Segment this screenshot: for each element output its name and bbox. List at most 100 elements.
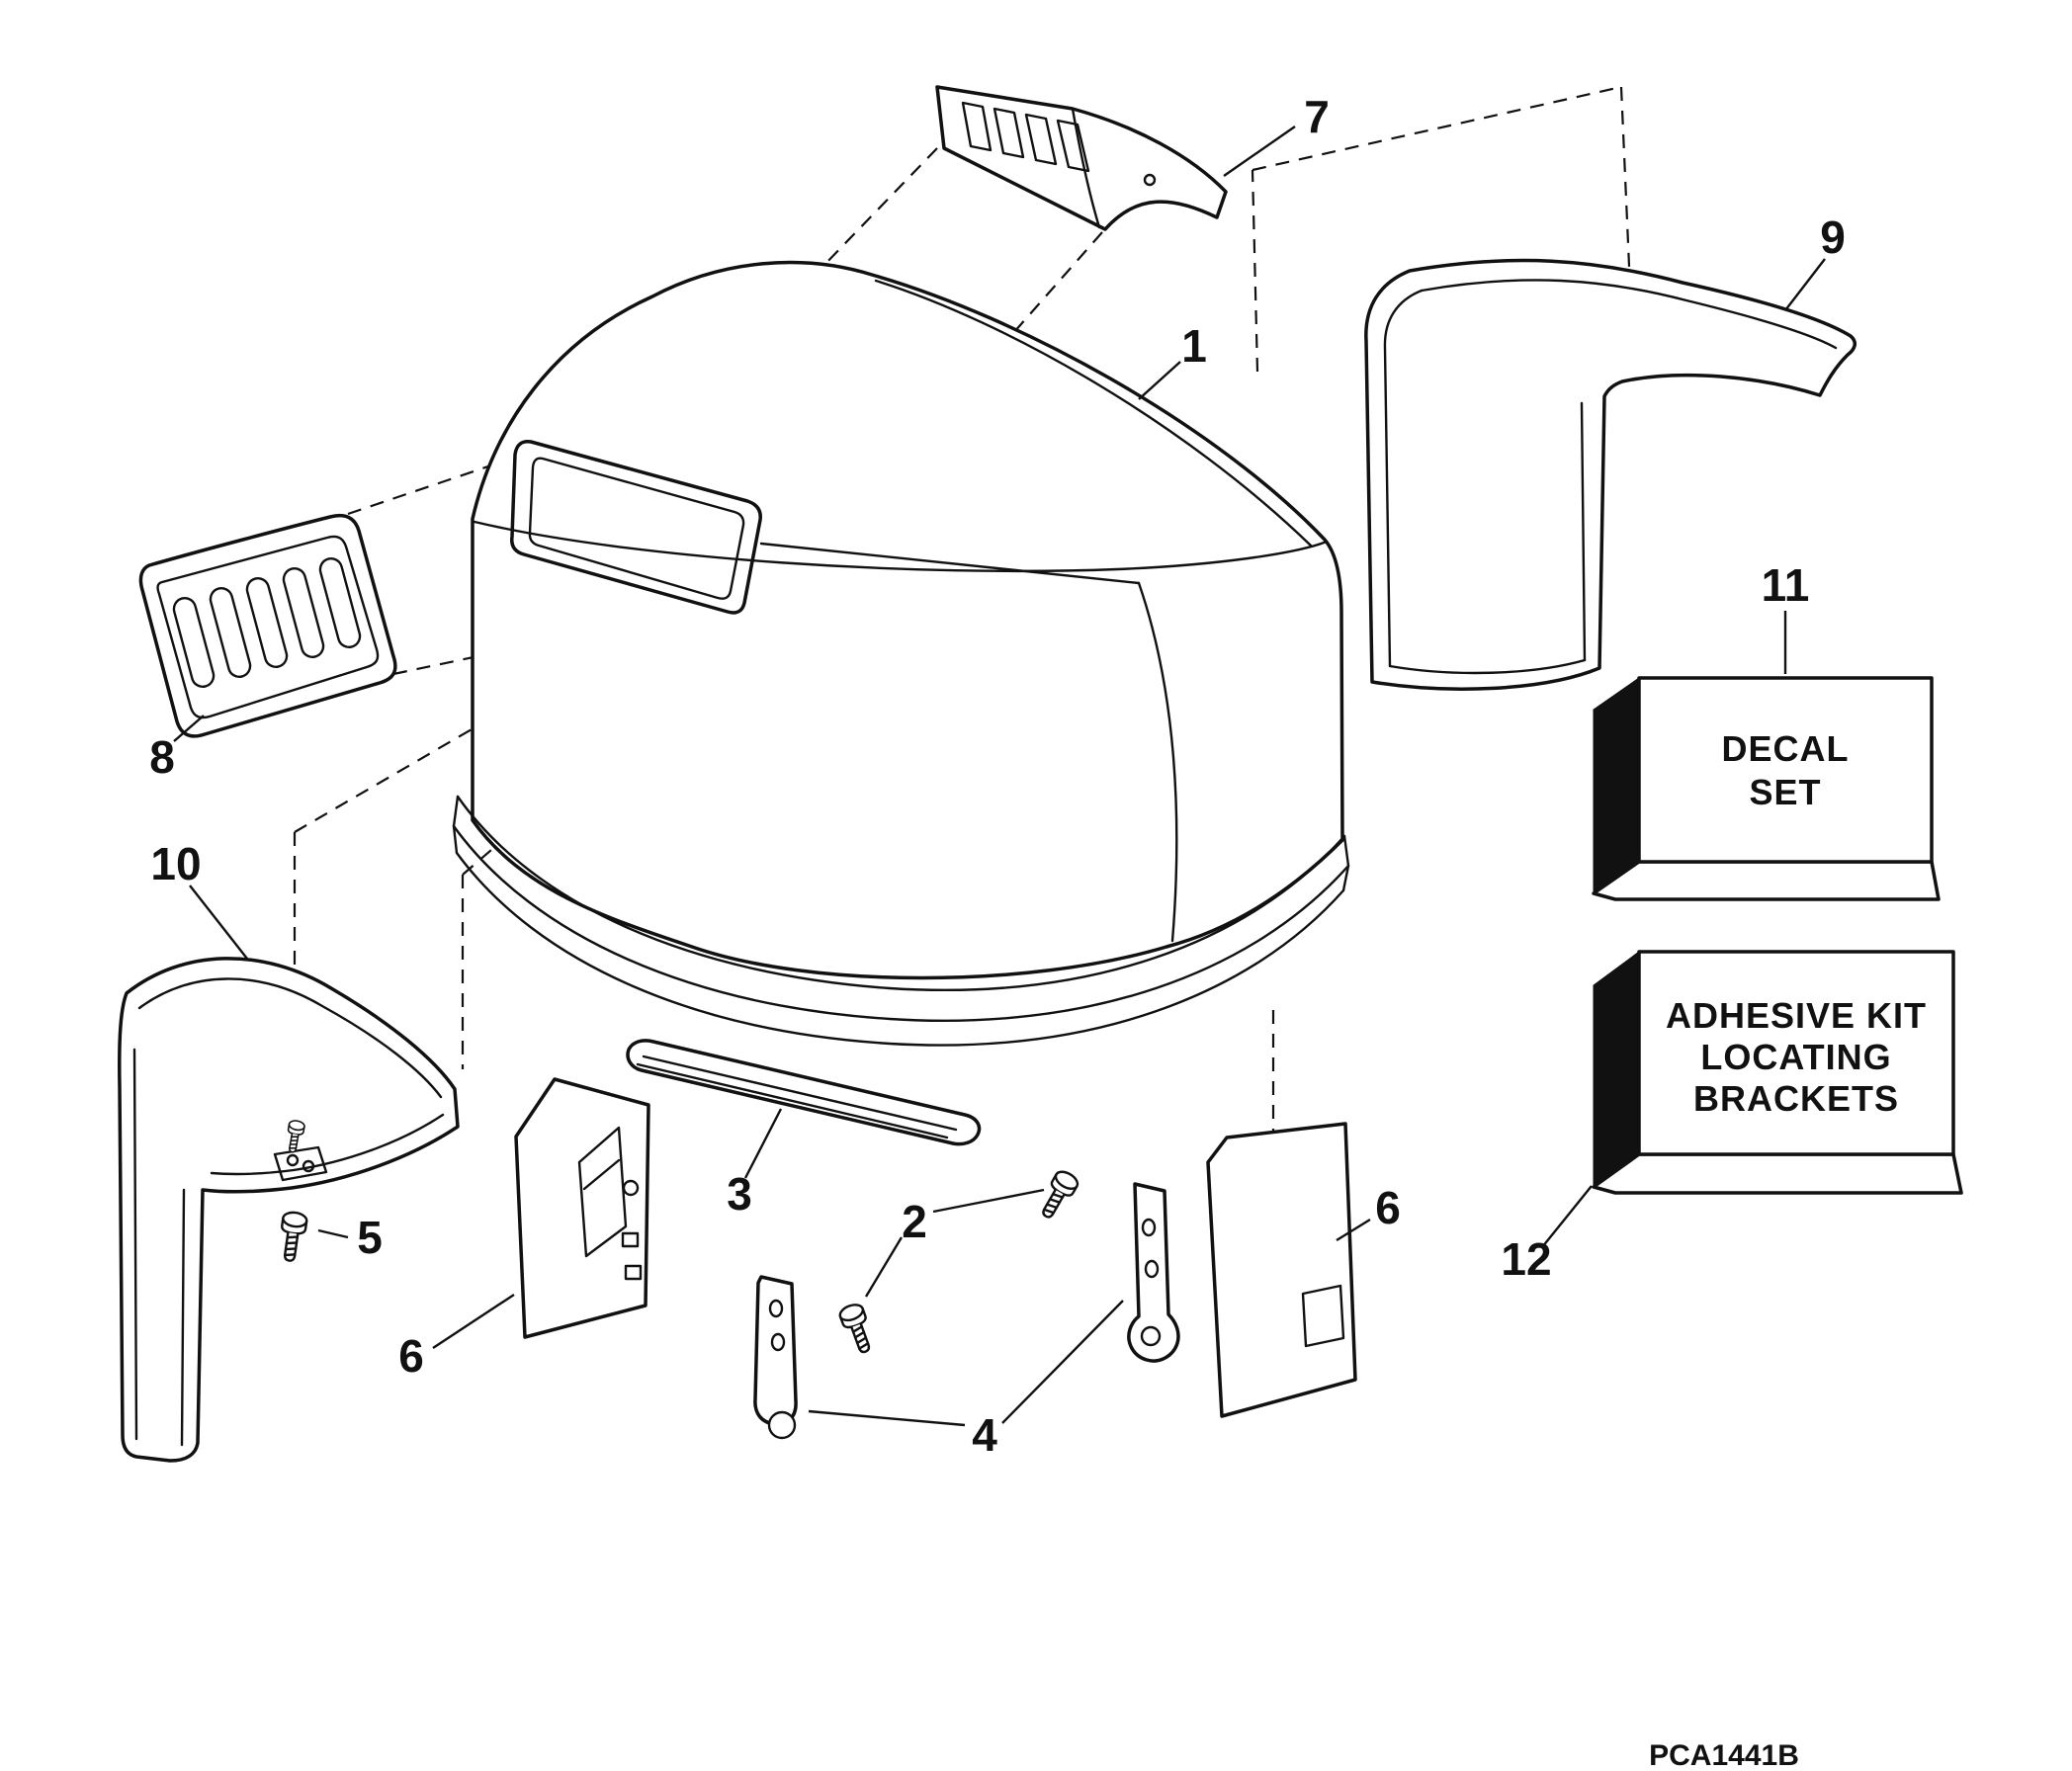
- leader-4-lever: [808, 1409, 966, 1427]
- part-4-latch-lever: [753, 1275, 798, 1440]
- callout-7: 7: [1304, 91, 1330, 142]
- screw-2-lower: [836, 1301, 879, 1357]
- callout-6-left: 6: [398, 1330, 424, 1382]
- dashed-line: [1251, 169, 1259, 373]
- part-12-adhesive-kit-box: ADHESIVE KIT LOCATING BRACKETS: [1592, 950, 1963, 1195]
- dashed-line: [938, 231, 1103, 418]
- leader-1: [1138, 361, 1181, 400]
- front-grille-slot: [318, 556, 362, 649]
- seal-strip-outline: [626, 1039, 982, 1146]
- part-6-left-bracket: [514, 1077, 650, 1339]
- drawing-code: PCA1441B: [1649, 1739, 1799, 1771]
- adhesive-box-text-line-1: ADHESIVE KIT: [1666, 995, 1927, 1036]
- front-grille-slot: [209, 586, 252, 679]
- engine-cover-front-crease: [759, 542, 1141, 585]
- front-grille-inner-border: [156, 535, 380, 719]
- left-cover-clip: [273, 1145, 328, 1182]
- latch-keeper-hole: [1144, 1259, 1160, 1279]
- part-4-latch-keeper: [1127, 1182, 1180, 1363]
- part-6-right-bracket: [1206, 1122, 1357, 1418]
- top-vent-slat: [1024, 113, 1058, 166]
- part-2-screws: [836, 1167, 1082, 1357]
- front-grille-slot: [282, 566, 325, 659]
- engine-cover-window-outer: [510, 440, 762, 615]
- right-duct-panel-inner-left: [1383, 289, 1424, 668]
- latch-lever-hole: [768, 1299, 784, 1318]
- engine-cover-flange-right-edge: [1341, 834, 1350, 892]
- engine-cover-side-crease: [1137, 581, 1178, 943]
- dashed-line: [762, 147, 938, 329]
- left-cover-inner-top: [137, 977, 443, 1099]
- leader-5: [317, 1228, 349, 1239]
- part-3-seal-strip: [626, 1039, 982, 1146]
- front-grille-slot: [172, 596, 216, 689]
- callout-leader-lines: [173, 126, 1826, 1427]
- top-vent-slat: [1056, 119, 1090, 173]
- left-cover-clip-hole: [286, 1153, 300, 1167]
- left-cover-inner-bottom: [210, 1113, 445, 1176]
- left-cover-tail-inner-left: [132, 1048, 138, 1441]
- left-bracket-slot: [621, 1231, 640, 1248]
- part-1-engine-cover: [452, 260, 1350, 1047]
- callout-6-right: 6: [1375, 1182, 1401, 1233]
- callout-9: 9: [1820, 211, 1846, 263]
- right-bracket-cutout: [1301, 1284, 1345, 1348]
- engine-cover-outline: [471, 260, 1344, 980]
- left-bracket-flap: [577, 1126, 628, 1258]
- right-duct-panel-inner-bottom: [1388, 658, 1587, 675]
- leader-2-upper: [932, 1188, 1045, 1214]
- latch-lever-knob: [767, 1410, 797, 1440]
- leader-10: [189, 885, 248, 960]
- decal-box-side-face: [1593, 677, 1640, 894]
- callout-8: 8: [149, 731, 175, 783]
- top-vent-slat: [993, 107, 1025, 159]
- callout-12: 12: [1501, 1233, 1551, 1285]
- callout-labels: 1 2 3 4 5 6 6 7 8 9 10 11 12: [149, 91, 1846, 1461]
- dashed-line: [294, 711, 503, 833]
- callout-10: 10: [150, 838, 201, 889]
- dashed-line: [1252, 85, 1622, 172]
- leader-3: [743, 1108, 783, 1179]
- left-cover-clip-hole: [302, 1159, 315, 1173]
- part-9-right-duct-cover: [1364, 258, 1856, 691]
- leader-2-lower: [864, 1236, 904, 1298]
- decal-box-text-line-2: SET: [1749, 772, 1821, 812]
- top-vent-hole: [1143, 173, 1157, 187]
- adhesive-box-side-face: [1593, 951, 1640, 1188]
- decal-box-front-face: [1637, 676, 1934, 864]
- latch-keeper-outline: [1127, 1182, 1180, 1363]
- left-cover-tail-inner-right: [180, 1188, 186, 1447]
- left-bracket-flap-crease: [582, 1158, 621, 1191]
- leader-6-right: [1336, 1218, 1371, 1242]
- dashed-line: [1619, 86, 1632, 290]
- seal-strip-inner-line-2: [636, 1062, 949, 1139]
- engine-cover-window-inner: [528, 457, 745, 600]
- callout-11: 11: [1762, 559, 1810, 611]
- latch-keeper-knob: [1140, 1325, 1162, 1347]
- adhesive-box-front-face: [1637, 950, 1955, 1156]
- leader-7: [1223, 126, 1296, 177]
- right-duct-outline: [1364, 258, 1856, 691]
- left-bracket-slot: [624, 1264, 643, 1281]
- right-bracket-outline: [1206, 1122, 1357, 1418]
- engine-cover-flange-left-edge: [452, 795, 460, 855]
- leader-9: [1784, 258, 1826, 311]
- engine-cover-flange-line-2: [452, 824, 1350, 1022]
- callout-3: 3: [727, 1168, 752, 1220]
- part-10-left-side-cover: [118, 957, 460, 1463]
- engine-cover-top-edge-line: [874, 279, 1313, 548]
- left-bracket-hole: [622, 1179, 640, 1197]
- adhesive-box-bottom-face: [1592, 1152, 1963, 1195]
- latch-keeper-hole: [1141, 1218, 1157, 1237]
- latch-lever-hole: [770, 1332, 786, 1352]
- engine-cover-top-ridge-line: [473, 520, 1329, 573]
- right-duct-arm-inner-line: [1420, 279, 1838, 350]
- left-cover-outline: [118, 957, 460, 1463]
- seal-strip-inner-line-1: [642, 1054, 958, 1132]
- callout-4: 4: [972, 1409, 997, 1461]
- right-duct-panel-inner-right: [1580, 401, 1587, 662]
- engine-cover-flange-line-1: [456, 795, 1346, 992]
- adhesive-box-text-line-3: BRACKETS: [1693, 1078, 1899, 1119]
